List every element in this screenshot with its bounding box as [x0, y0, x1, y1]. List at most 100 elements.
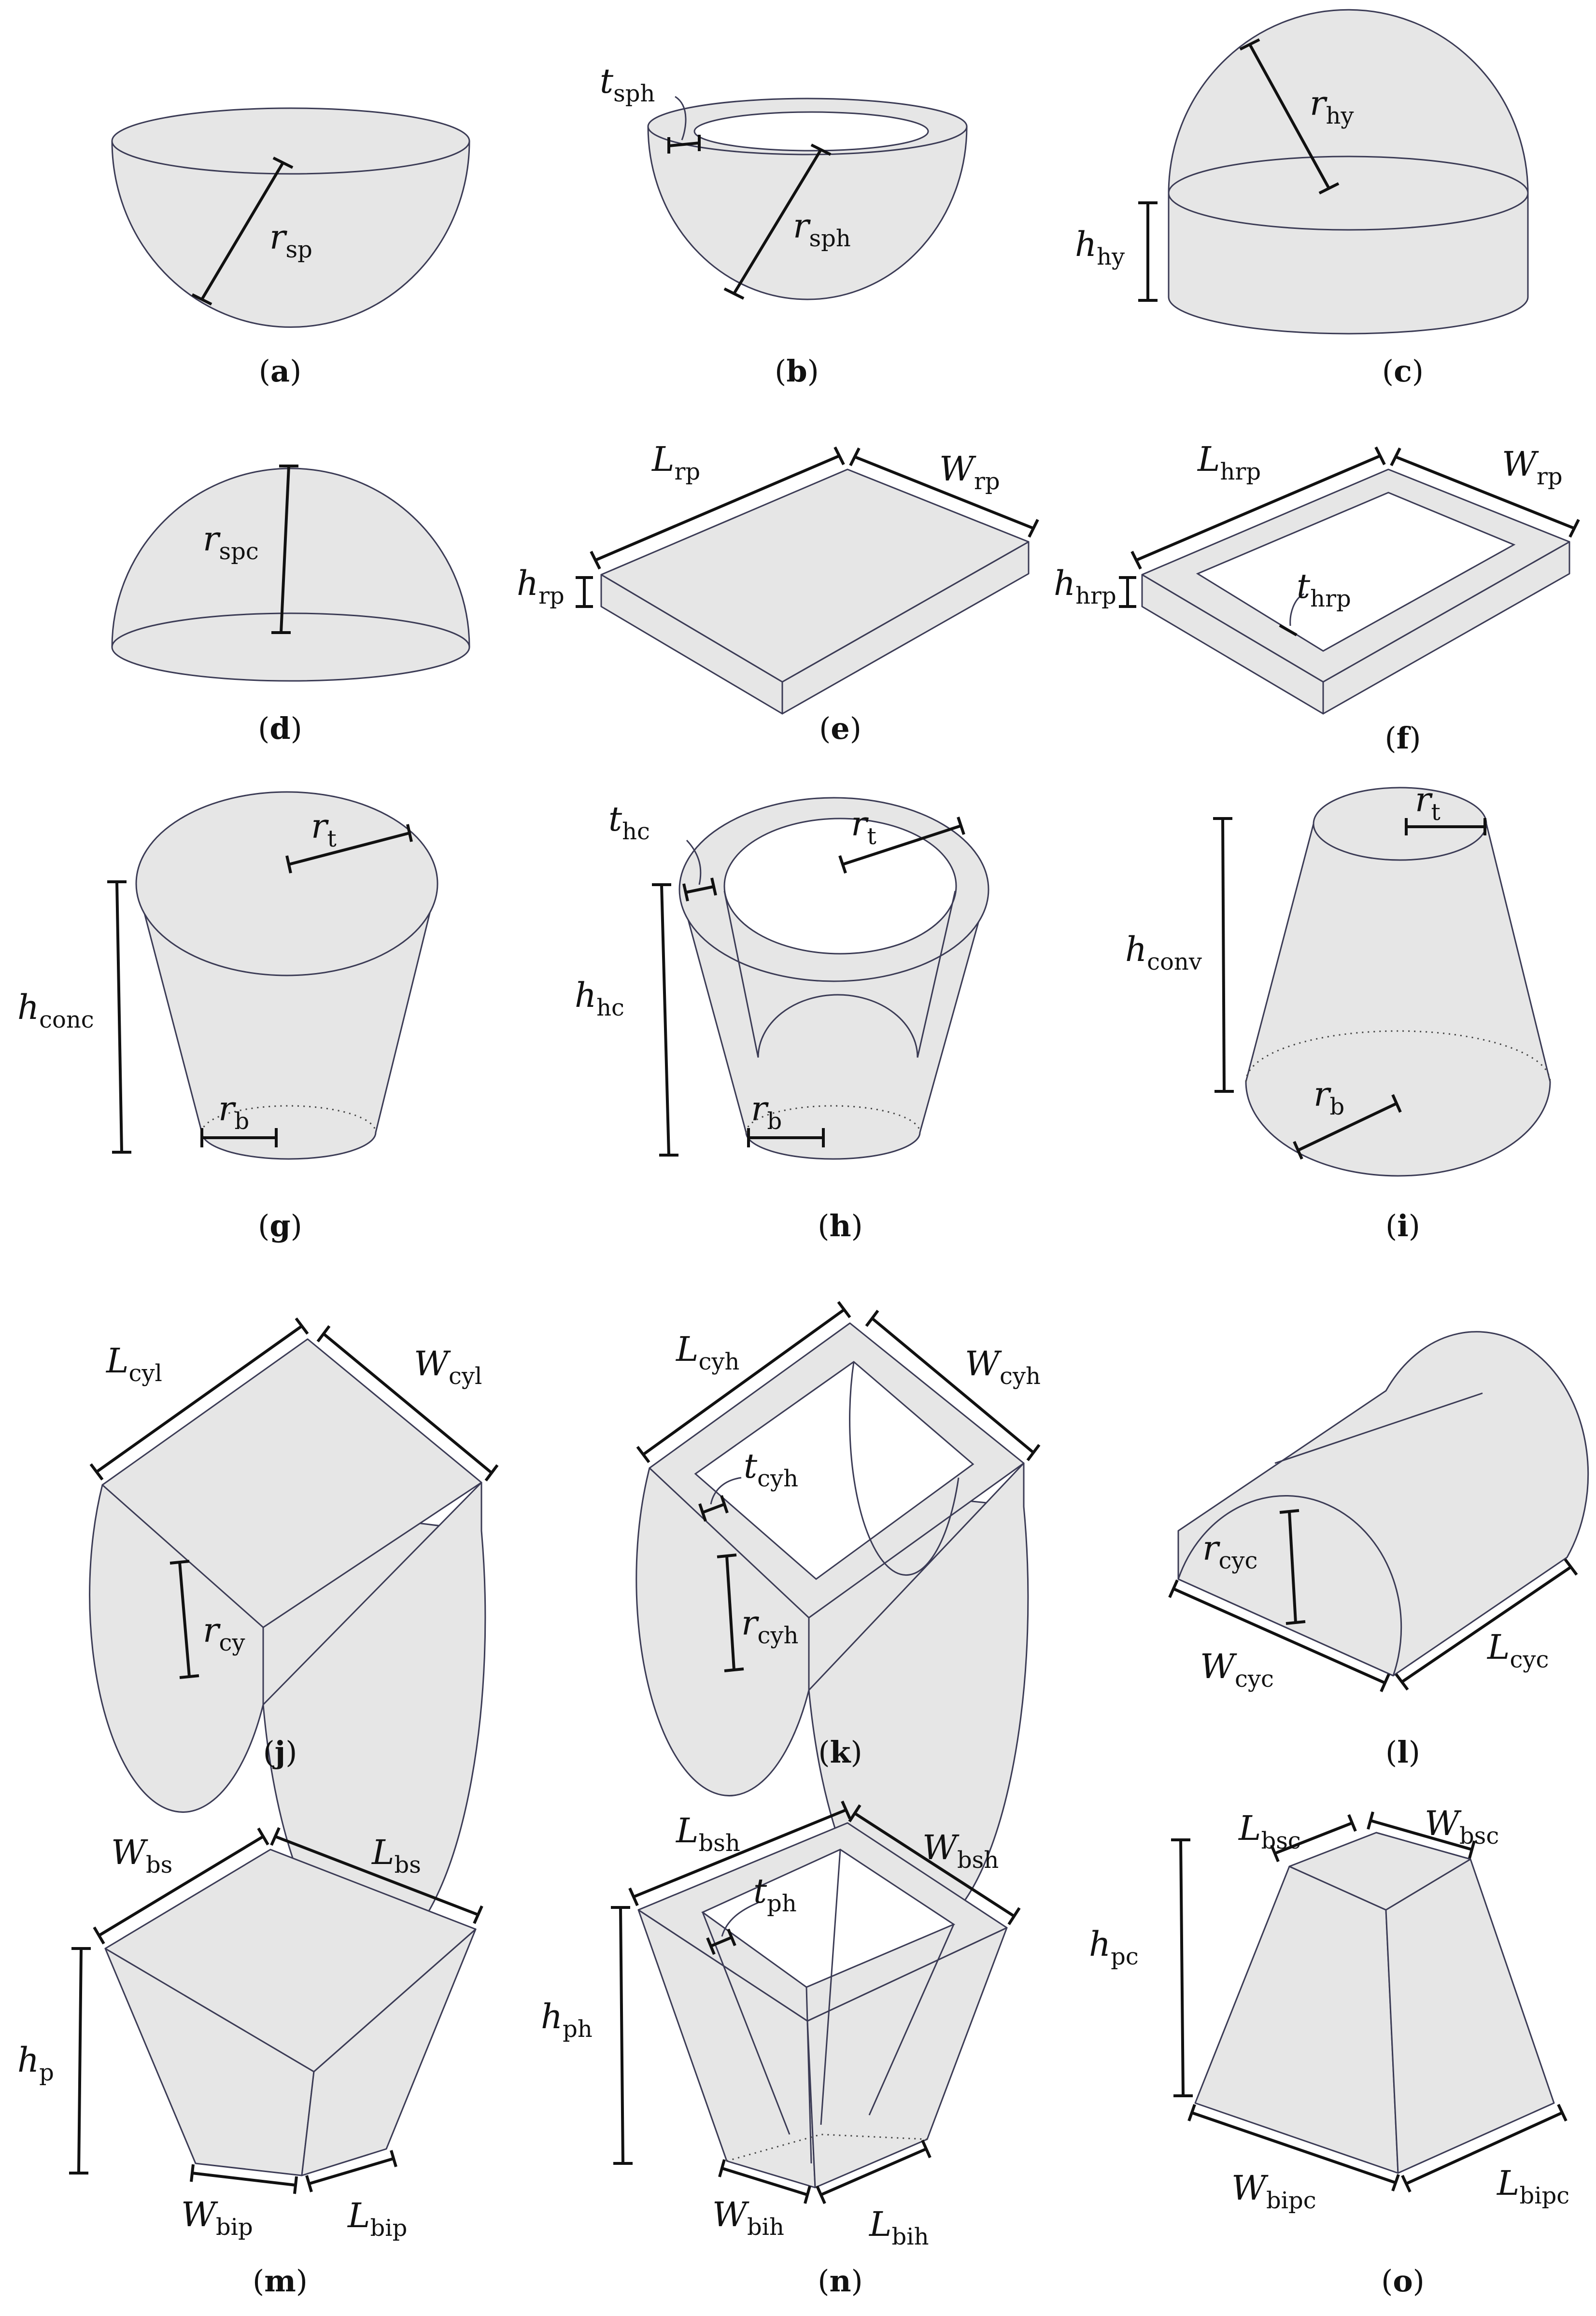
label-l-cyh: Lcyh [675, 1329, 739, 1375]
dimension-tick [93, 1926, 105, 1945]
dimension-tick [837, 1301, 851, 1318]
frustum-right-face [1385, 1858, 1555, 2174]
dimension-tick [1468, 1840, 1476, 1859]
caption-c: (c) [1382, 353, 1424, 389]
dimension-line-h-p [77, 1948, 83, 2174]
dimension-tick [706, 1937, 716, 1955]
label-t-ph: tph [753, 1871, 797, 1917]
inner-edge-right [868, 1924, 955, 2116]
label-l-hrp: Lhrp [1197, 439, 1261, 485]
caption-j: (j) [263, 1735, 297, 1770]
label-l-cyc: Lcyc [1486, 1627, 1549, 1673]
caption-n: (n) [818, 2263, 862, 2299]
label-l-bih: Lbih [868, 2204, 929, 2250]
dimension-line-h-ph [619, 1907, 624, 2164]
dimension-tick [1401, 2175, 1412, 2193]
dimension-tick [1391, 1094, 1402, 1113]
dimension-tick [1187, 2104, 1196, 2121]
label-w-bih: Wbih [712, 2195, 784, 2241]
caption-l: (l) [1385, 1735, 1420, 1770]
hollow-hemisphere-body [647, 126, 968, 300]
dimension-tick [921, 2139, 932, 2159]
dimension-line-l-hrp [1135, 454, 1381, 562]
dimension-tick [257, 1827, 269, 1846]
label-h-hc: hhc [575, 975, 624, 1021]
dimension-line-r-sp [200, 162, 284, 300]
label-t-hrp: thrp [1297, 566, 1351, 612]
dimension-line-l-bsc [1274, 1822, 1353, 1855]
dimension-tick [628, 1887, 639, 1906]
panel-d: rspc [111, 465, 470, 682]
dimension-line-l-bsh [633, 1808, 847, 1898]
dimension-tick [698, 1503, 707, 1522]
label-r-cy: rcy [203, 1610, 245, 1656]
dimension-tick [1367, 1811, 1374, 1830]
dimension-tick [484, 1464, 499, 1482]
label-r-cyc: rcyc [1202, 1528, 1257, 1574]
dimension-tick [720, 1495, 729, 1513]
dimension-tick [295, 1317, 309, 1335]
dimension-tick [89, 1463, 104, 1481]
panel-k: Lcyh Wcyh tcyh rcyh [636, 1301, 1041, 1935]
dimension-tick [1318, 182, 1340, 195]
caption-m: (m) [253, 2263, 308, 2299]
dimension-line-r-t [842, 824, 961, 866]
panel-f: Lhrp Wrp hhrp thrp [1054, 439, 1580, 715]
label-h-rp: hrp [517, 564, 565, 609]
dimension-tick [838, 855, 847, 874]
dimension-line-r-sph [733, 149, 822, 295]
label-r-b-h: rb [751, 1089, 782, 1135]
dimension-line-r-hy [1248, 43, 1330, 189]
caption-g: (g) [258, 1208, 302, 1243]
label-w-bsh: Wbsh [922, 1828, 999, 1874]
dimension-line-w-rp [1395, 455, 1575, 530]
dimension-tick [816, 2185, 826, 2204]
dimension-tick [841, 1800, 851, 1820]
dimension-tick [305, 2175, 313, 2192]
pointer-arrow [710, 1477, 742, 1505]
dimension-tick [473, 1905, 483, 1924]
label-r-b-i: rb [1314, 1074, 1344, 1120]
pointer-arrow [721, 1902, 759, 1937]
panel-m: Wbs Lbs hp Wbip Lbip [17, 1827, 483, 2242]
panel-n: Lbsh Wbsh tph hph Wbih Lbih [541, 1800, 1021, 2250]
dimension-line-l-bipc [1405, 2111, 1563, 2185]
dimension-tick [1374, 446, 1386, 466]
label-h-conc: hconc [17, 988, 94, 1033]
dimension-line-w-bs [98, 1835, 264, 1937]
label-h-hy: hhy [1075, 225, 1125, 270]
dimension-tick [169, 1560, 190, 1565]
dimension-tick [272, 156, 294, 169]
inner-edge-front [805, 1987, 812, 2164]
dome-base-ellipse [1168, 155, 1529, 231]
label-w-bipc: Wbipc [1231, 2168, 1316, 2214]
label-l-bipc: Lbipc [1496, 2163, 1569, 2209]
label-r-hy: rhy [1310, 84, 1354, 129]
dimension-tick [1380, 1673, 1390, 1693]
inner-edge-left [702, 1912, 791, 2135]
pyramid-top-face [104, 1849, 477, 2073]
caption-f: (f) [1384, 720, 1421, 756]
convex-cone-body [1245, 823, 1551, 1177]
label-l-bsc: Lbsc [1238, 1808, 1301, 1854]
label-t-cyh: tcyh [744, 1446, 798, 1492]
label-w-rp: Wrp [939, 449, 1000, 495]
label-h-conv: hconv [1125, 930, 1202, 975]
dimension-line-l-bip [309, 2157, 394, 2185]
panel-g: rt hconc rb [17, 791, 438, 1160]
label-w-bsc: Wbsc [1425, 1804, 1499, 1850]
dimension-tick [293, 2176, 298, 2194]
frustum-left-face [1194, 1865, 1399, 2174]
dimension-line-l-bih [820, 2147, 927, 2196]
panel-i: rt hconv rb [1125, 780, 1551, 1177]
dimension-tick [810, 143, 832, 156]
label-t-sph: tsph [600, 61, 655, 107]
dimension-tick [718, 2159, 726, 2177]
dimension-line-w-bih [721, 2167, 808, 2196]
caption-e: (e) [819, 711, 862, 746]
dimension-tick [727, 1928, 736, 1947]
dimension-line-r-cy [178, 1562, 191, 1677]
panel-b: tsph rsph [600, 61, 968, 300]
caption-b: (b) [775, 353, 819, 389]
